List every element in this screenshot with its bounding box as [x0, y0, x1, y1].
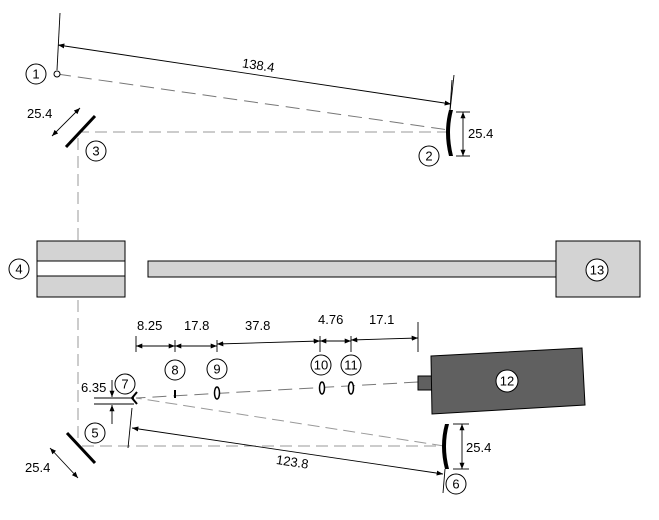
callout-label-7: 7 — [121, 377, 128, 392]
component-10-lens: 10 — [310, 354, 332, 395]
callout-circle-8 — [164, 359, 186, 381]
callout-circle-7 — [114, 373, 136, 395]
lens-9-body — [213, 386, 221, 400]
callout-circle-2 — [418, 145, 440, 167]
block-4-lower — [36, 275, 126, 298]
block-4-slot — [36, 260, 126, 277]
component-11-lens: 11 — [340, 354, 362, 395]
callout-circle-12 — [495, 369, 519, 393]
callout-label-10: 10 — [314, 358, 328, 373]
component-13-assembly: 13 — [147, 240, 641, 298]
component-9-lens: 9 — [206, 358, 228, 400]
lens-11-body — [347, 381, 355, 395]
dim-label-825: 8.25 — [137, 318, 162, 333]
dim-label-378: 37.8 — [245, 318, 270, 333]
mirror-6-body — [442, 424, 449, 469]
callout-label-4: 4 — [15, 262, 22, 277]
dim-arrow-25-mirror3 — [51, 107, 81, 137]
dim-label-178: 17.8 — [184, 318, 209, 333]
beam-6-to-7 — [135, 397, 445, 447]
ext-line-left — [56, 12, 61, 71]
component-5-mirror: 25.4 5 — [25, 422, 106, 479]
block-4-upper — [36, 240, 126, 262]
callout-label-12: 12 — [500, 374, 514, 389]
callout-label-11: 11 — [344, 358, 358, 373]
dim-label-25-mirror5: 25.4 — [25, 460, 50, 475]
lens-10-body — [318, 381, 326, 395]
dimension-123: 123.8 — [127, 407, 444, 476]
dimension-138: 138.4 — [56, 12, 455, 121]
callout-circle-3 — [85, 140, 107, 162]
component-12-box: 12 — [417, 347, 586, 415]
dim-label-25-mirror6: 25.4 — [466, 440, 491, 455]
beam-12-to-7 — [135, 381, 419, 399]
source-point — [53, 70, 61, 78]
dim-label-25-mirror2: 25.4 — [468, 126, 493, 141]
callout-label-6: 6 — [452, 477, 459, 492]
mirror-6-stem — [442, 468, 446, 494]
dim-label-476: 4.76 — [318, 312, 343, 327]
component-1-source: 1 — [25, 63, 61, 85]
box-12-nozzle — [417, 375, 433, 391]
dim-label-635: 6.35 — [81, 380, 106, 395]
bar-13 — [147, 260, 557, 278]
mirror-2-stem — [449, 79, 453, 111]
callout-circle-9 — [206, 358, 228, 380]
dimension-chain: 8.25 17.8 37.8 4.76 17.1 — [135, 312, 419, 352]
component-2-mirror: 25.4 2 — [418, 79, 493, 167]
callout-label-5: 5 — [91, 426, 98, 441]
callout-circle-1 — [25, 63, 47, 85]
dim-arrow-138 — [57, 43, 452, 106]
callout-circle-11 — [340, 354, 362, 376]
component-3-mirror: 25.4 3 — [27, 106, 107, 162]
callout-label-13: 13 — [590, 263, 604, 278]
chain-arrow-171 — [350, 335, 419, 343]
callout-label-2: 2 — [425, 149, 432, 164]
callout-circle-5 — [84, 422, 106, 444]
callout-label-1: 1 — [32, 67, 39, 82]
chain-arrow-378 — [216, 338, 321, 347]
callout-label-9: 9 — [213, 362, 220, 377]
dim-arrow-25-mirror5 — [49, 447, 79, 479]
callout-circle-10 — [310, 354, 332, 376]
dim-label-123: 123.8 — [275, 452, 309, 472]
dim-label-138: 138.4 — [241, 55, 275, 75]
callout-circle-4 — [8, 258, 30, 280]
callout-label-8: 8 — [171, 363, 178, 378]
dim-label-25-mirror3: 25.4 — [27, 106, 52, 121]
mirror-5-body — [65, 431, 97, 465]
dim-label-171: 17.1 — [369, 312, 394, 327]
callout-label-3: 3 — [92, 144, 99, 159]
dim-arrow-123 — [131, 426, 444, 476]
mirror-2-body — [446, 110, 453, 156]
component-4-block: 4 — [8, 240, 126, 298]
callout-circle-6 — [445, 473, 467, 495]
mirror-3-body — [64, 114, 97, 149]
component-6-mirror: 25.4 6 — [442, 423, 491, 495]
callout-circle-13 — [585, 258, 609, 282]
component-8-element: 8 — [164, 359, 186, 398]
beam-1-to-2 — [56, 73, 450, 131]
component-7-reflector: 6.35 7 — [81, 373, 138, 424]
ext-line-123-left — [127, 407, 133, 449]
